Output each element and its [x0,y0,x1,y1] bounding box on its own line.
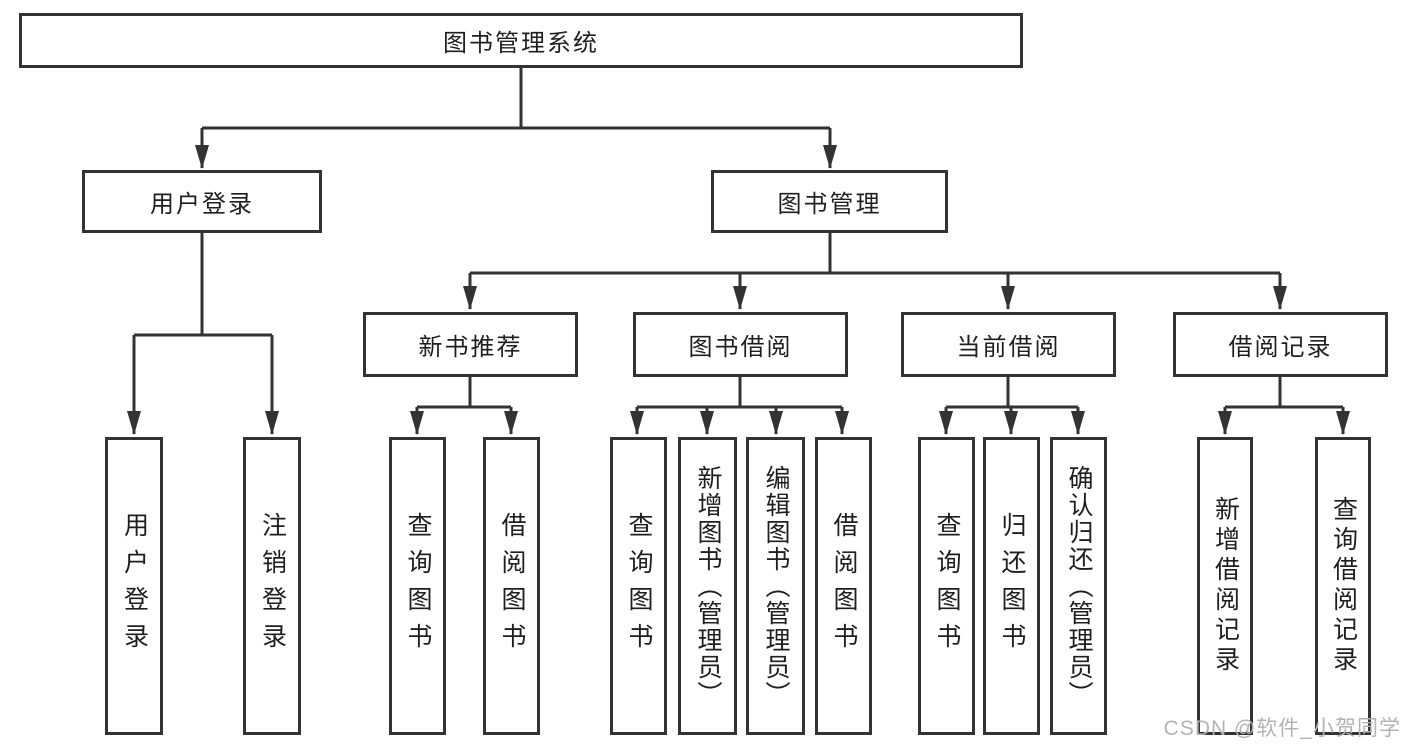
leaf-label: 注销登录 [258,512,287,660]
leaf-label: 查询图书 [933,512,961,660]
node-current-borrowing: 当前借阅 [901,312,1116,377]
leaf-add-books-admin: 新增图书（管理员） [678,437,737,735]
leaf-add-borrowing-record: 新增借阅记录 [1197,437,1253,735]
node-book-management: 图书管理 [711,170,948,233]
leaf-query-books-recommend: 查询图书 [389,437,446,735]
node-user-login: 用户登录 [82,170,322,233]
leaf-label: 查询借阅记录 [1329,496,1358,676]
leaf-label: 编辑图书（管理员） [762,464,790,708]
leaf-label: 确认归还（管理员） [1065,464,1093,708]
leaf-logout-login: 注销登录 [243,437,301,735]
leaf-edit-books-admin: 编辑图书（管理员） [746,437,805,735]
node-label: 借阅记录 [1228,334,1333,361]
leaf-label: 借阅图书 [498,512,526,660]
leaf-label: 新增图书（管理员） [694,464,722,708]
leaf-label: 新增借阅记录 [1211,496,1240,676]
leaf-label: 查询图书 [625,512,653,660]
leaf-confirm-return-admin: 确认归还（管理员） [1050,437,1107,735]
leaf-label: 用户登录 [120,512,149,660]
leaf-label: 归还图书 [998,512,1026,660]
node-label: 图书借阅 [688,334,793,361]
node-book-borrowing: 图书借阅 [633,312,848,377]
node-label: 图书管理 [777,191,882,218]
leaf-query-books-borrowing: 查询图书 [610,437,667,735]
leaf-borrow-books-recommend: 借阅图书 [483,437,540,735]
node-label: 图书管理系统 [443,30,599,57]
node-new-book-recommendation: 新书推荐 [363,312,578,377]
leaf-user-login: 用户登录 [105,437,163,735]
leaf-label: 查询图书 [404,512,432,660]
leaf-query-borrowing-record: 查询借阅记录 [1315,437,1371,735]
leaf-label: 借阅图书 [830,512,858,660]
leaf-return-books: 归还图书 [983,437,1040,735]
node-borrowing-records: 借阅记录 [1173,312,1388,377]
node-library-management-system: 图书管理系统 [19,13,1023,68]
watermark-text: CSDN @软件_小贺同学 [1163,717,1401,740]
leaf-borrow-books-borrowing: 借阅图书 [815,437,872,735]
node-label: 新书推荐 [418,334,523,361]
node-label: 用户登录 [150,191,254,218]
node-label: 当前借阅 [956,334,1061,361]
leaf-query-books-current: 查询图书 [918,437,975,735]
